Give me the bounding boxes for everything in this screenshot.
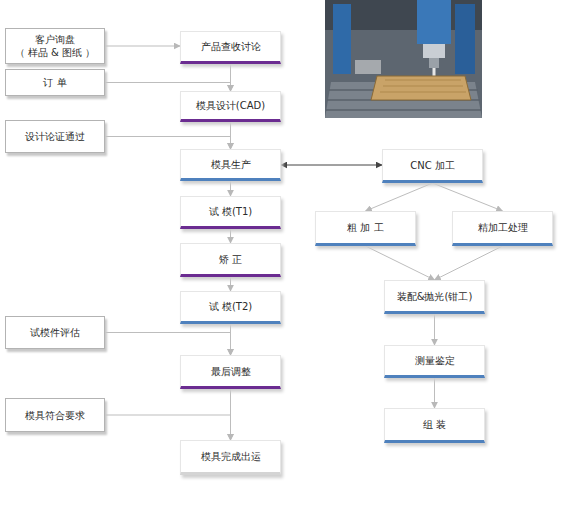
flow-arrow (230, 229, 231, 243)
cnc-machine-photo (325, 0, 482, 118)
box-label: 装配&抛光(钳工) (397, 290, 473, 303)
flow-arrow (105, 415, 231, 440)
box-label: 订 单 (43, 76, 66, 89)
flow-arrow (366, 246, 435, 280)
machine-column (455, 4, 475, 74)
flow-arrow (230, 181, 231, 196)
process-box: 装配&抛光(钳工) (384, 280, 485, 314)
process-box: 模具完成出运 (180, 440, 281, 475)
flow-arrow (105, 333, 231, 356)
flow-arrow (366, 183, 433, 211)
box-label: （ 样品 & 图纸 ） (15, 46, 96, 59)
box-label: 粗 加 工 (347, 221, 383, 234)
box-label: 产品查收讨论 (201, 40, 261, 53)
input-box: 设计论证通过 (5, 120, 105, 153)
flow-arrow (433, 183, 503, 211)
machine-column (333, 4, 351, 74)
process-box: 模具生产 (180, 149, 281, 181)
flow-arrow (435, 246, 503, 280)
input-box: 客户询盘（ 样品 & 图纸 ） (5, 28, 105, 64)
flow-arrow (105, 83, 231, 92)
box-label: 组 装 (423, 418, 446, 431)
workpiece-groove (383, 86, 463, 87)
flow-arrow (434, 378, 435, 408)
box-label: 模具完成出运 (201, 450, 261, 463)
process-box: 组 装 (384, 408, 485, 443)
box-label: 模具生产 (211, 158, 251, 171)
process-box: 试 模(T1) (180, 196, 281, 229)
process-box: CNC 加工 (382, 149, 483, 183)
spindle (423, 44, 445, 58)
box-label: 客户询盘 (35, 33, 75, 46)
input-box: 订 单 (5, 69, 105, 96)
flow-arrow (105, 137, 231, 150)
input-box: 试模件评估 (5, 316, 105, 349)
flow-arrow (434, 314, 435, 345)
workpiece-groove (385, 80, 461, 81)
input-box: 模具符合要求 (5, 398, 105, 432)
process-box: 精加工处理 (452, 211, 553, 246)
box-label: 模具符合要求 (25, 409, 85, 422)
process-box: 试 模(T2) (180, 291, 281, 324)
process-box: 测量鉴定 (384, 345, 485, 378)
box-label: 模具设计(CAD) (196, 99, 265, 112)
tool-holder (429, 58, 439, 68)
box-label: 精加工处理 (478, 221, 528, 234)
workpiece-groove (380, 92, 466, 93)
box-label: 试 模(T1) (209, 205, 252, 218)
process-box: 粗 加 工 (315, 211, 416, 246)
process-box: 最后调整 (180, 355, 281, 389)
box-label: 测量鉴定 (415, 354, 455, 367)
photo-background (325, 0, 482, 118)
process-box: 产品查收讨论 (180, 31, 281, 64)
flow-arrow (105, 46, 180, 47)
process-box: 模具设计(CAD) (180, 91, 281, 122)
box-label: CNC 加工 (410, 159, 455, 172)
spindle-head (417, 0, 451, 44)
flow-arrow (281, 165, 382, 166)
table-slot (326, 109, 481, 111)
workpiece (371, 76, 471, 100)
box-label: 最后调整 (211, 365, 251, 378)
box-label: 试模件评估 (30, 326, 80, 339)
process-box: 矫 正 (180, 243, 281, 277)
box-label: 矫 正 (219, 253, 242, 266)
flow-arrow (230, 277, 231, 291)
machine-light (355, 60, 381, 74)
box-label: 试 模(T2) (209, 300, 252, 313)
box-label: 设计论证通过 (25, 130, 85, 143)
